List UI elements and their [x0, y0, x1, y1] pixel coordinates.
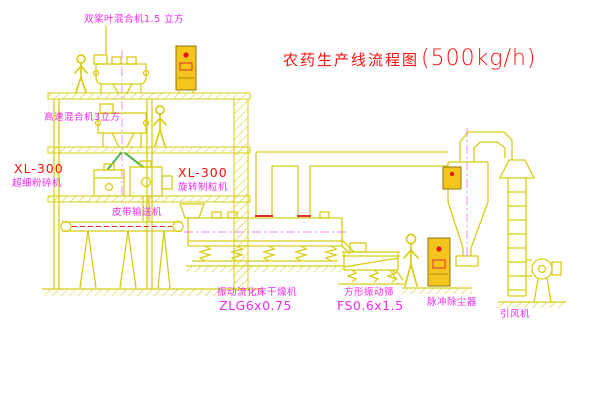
worker-figure-ground [403, 233, 419, 287]
diagram-title: 农药生产线流程图 (500kg/h) [283, 46, 536, 71]
ultrafine-mill [93, 163, 125, 197]
label-granulator-model: XL-300 [178, 165, 228, 180]
worker-figure-mid [153, 105, 167, 147]
indicator-light [449, 171, 455, 177]
title-text: 农药生产线流程图 [283, 51, 420, 69]
label-mill-name: 超细粉碎机 [12, 178, 63, 189]
induced-draft-fan [498, 258, 566, 308]
belt-conveyor [60, 220, 184, 289]
label-sieve-model: FS0.6x1.5 [337, 298, 404, 313]
ground-line [42, 287, 472, 296]
label-granulator-name: 旋转制粒机 [178, 182, 229, 193]
label-fan: 引风机 [500, 309, 531, 320]
label-paddle-mixer: 双桨叶混合机1.5 立方 [84, 14, 185, 25]
cyclone-control-box [442, 166, 462, 190]
worker-figure-top [74, 54, 88, 93]
label-dust-collector: 脉冲除尘器 [427, 297, 478, 308]
control-panel-right [427, 237, 451, 287]
label-mill-model: XL-300 [14, 161, 64, 176]
vibrating-sieve [338, 242, 404, 285]
fluid-bed-dryer [179, 203, 355, 272]
indicator-light [436, 246, 442, 252]
label-dryer-model: ZLG6x0.75 [219, 298, 292, 313]
cyclone-separator [447, 128, 513, 267]
label-sieve-name: 方形振动筛 [344, 287, 395, 298]
control-panel-top [175, 45, 197, 93]
label-dryer-name: 振动流化床干燥机 [217, 287, 298, 298]
label-belt-conveyor: 皮带输送机 [112, 207, 163, 218]
paddle-mixer [92, 26, 150, 94]
exhaust-duct [255, 151, 448, 218]
rotary-granulator [129, 160, 173, 221]
dust-collector-column [498, 159, 536, 297]
title-capacity: (500kg/h) [421, 46, 537, 71]
high-speed-mixer [94, 103, 150, 148]
indicator-light [183, 52, 189, 58]
label-high-speed-mixer: 高速混合机3立方 [44, 112, 121, 123]
